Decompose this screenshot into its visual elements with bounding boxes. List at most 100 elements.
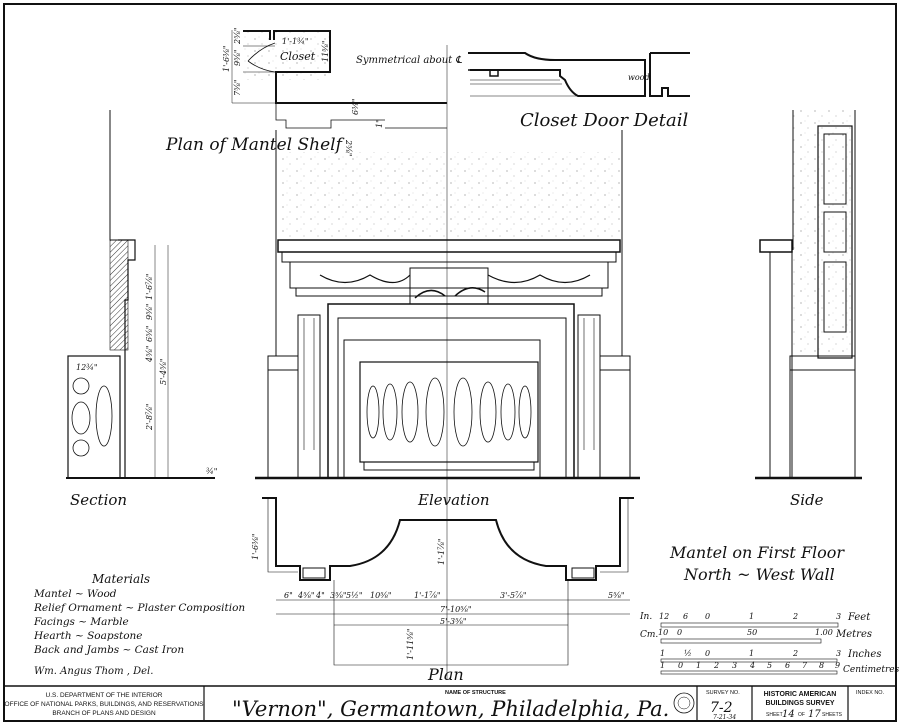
plan-of-mantel-shelf-title: Plan of Mantel Shelf — [165, 135, 345, 155]
scale-unit: In. — [639, 612, 652, 622]
cast-iron-insert — [359, 361, 539, 463]
scale-label: Metres — [835, 629, 872, 640]
material-item: Mantel ~ Wood — [33, 588, 117, 600]
plan-title: Plan — [427, 665, 464, 684]
closet-door — [817, 125, 853, 359]
scale-tick: 3 — [836, 649, 841, 658]
plan-dim: 5½" — [346, 591, 363, 600]
scale-tick: 4 — [749, 661, 755, 670]
scale-tick: 3 — [732, 661, 737, 670]
plan-dim: 4⅝" — [297, 591, 315, 600]
scale-label: Inches — [847, 649, 881, 660]
side-view: Side — [755, 110, 862, 509]
section-title: Section — [70, 491, 127, 509]
materials-list: Materials Mantel ~ Wood Relief Ornament … — [33, 572, 245, 677]
right-column — [577, 314, 601, 479]
plan-view: 1'-6⅜" 1'-1⅞" 6" 4⅝" 4" 3⅝" 5½" 10⅝" 1'-… — [251, 497, 634, 684]
habs-line: BUILDINGS SURVEY — [765, 700, 834, 707]
plan-dim: 3⅝" — [330, 591, 347, 600]
plan-dim: 1'-11⅝" — [406, 628, 415, 660]
scale-tick: ½ — [684, 649, 692, 658]
plan-dim: 6" — [284, 591, 293, 600]
scale-tick: 1 — [660, 649, 665, 658]
shelf-dim: 11⅝" — [321, 40, 330, 62]
closet-door-detail: wood Closet Door Detail — [468, 52, 690, 131]
elevation-title: Elevation — [417, 491, 490, 509]
plan-dim: 3'-5⅞" — [500, 591, 527, 600]
section-dim: 2'-8⅞" — [145, 403, 154, 431]
scale-tick: 2 — [792, 612, 798, 621]
shelf-dim: 9⅝" — [233, 49, 242, 66]
scale-tick: 10 — [658, 628, 668, 637]
delineator: Wm. Angus Thom , Del. — [34, 666, 153, 677]
graphic-scales: In. 12 6 0 1 2 3 Feet Cm. 10 0 50 1.00 M… — [639, 612, 900, 675]
section-dim: 6⅝" — [145, 325, 154, 342]
scale-label: Centimetres — [843, 665, 900, 675]
left-column — [297, 314, 321, 479]
section-dim: 12¾" — [76, 363, 98, 372]
scale-tick: 2 — [713, 661, 719, 670]
name-caption: NAME OF STRUCTURE — [445, 690, 506, 696]
scale-tick: 9 — [835, 661, 840, 670]
scale-tick: 7 — [802, 661, 808, 670]
material-item: Facings ~ Marble — [33, 616, 129, 628]
of-word: OF — [798, 712, 805, 718]
scale-tick: 8 — [819, 661, 824, 670]
shelf-dim: 1" — [375, 119, 384, 128]
closet-door-detail-title: Closet Door Detail — [520, 110, 688, 131]
index-caption: INDEX NO. — [856, 690, 885, 696]
caption-line-2: North ~ West Wall — [683, 565, 835, 584]
survey-number: 7-2 — [710, 700, 733, 716]
shelf-dim: 6⅜" — [351, 98, 360, 115]
shelf-dim: 1'-6⅜" — [222, 45, 231, 72]
material-item: Back and Jambs ~ Cast Iron — [33, 644, 184, 656]
scale-tick: 0 — [678, 661, 683, 670]
scale-tick: 2 — [792, 649, 798, 658]
scale-tick: 0 — [705, 612, 710, 621]
sheets-word: SHEETS — [822, 712, 843, 718]
side-title: Side — [790, 491, 824, 509]
scale-tick: 5 — [767, 661, 772, 670]
section-dim: ¾" — [206, 467, 217, 476]
agency-line: U.S. DEPARTMENT OF THE INTERIOR — [46, 692, 163, 699]
scale-tick: 6 — [683, 612, 688, 621]
habs-line: HISTORIC AMERICAN — [764, 691, 837, 698]
scale-unit: Cm. — [640, 630, 658, 640]
wood-label: wood — [628, 73, 650, 82]
scale-tick: 1.00 — [815, 628, 833, 637]
section-dim: 9⅝" — [145, 303, 154, 320]
material-item: Relief Ornament ~ Plaster Composition — [33, 602, 245, 614]
plan-dim: 1'-6⅜" — [251, 533, 260, 560]
scale-tick: 1 — [749, 649, 754, 658]
scale-label: Feet — [847, 612, 871, 623]
survey-date: 7-21-34 — [713, 714, 736, 721]
symmetrical-note: Symmetrical about ℄ — [356, 55, 462, 66]
scale-tick: 1 — [749, 612, 754, 621]
materials-title: Materials — [91, 572, 150, 586]
material-item: Hearth ~ Soapstone — [33, 630, 143, 642]
plan-dim: 1'-1⅞" — [437, 538, 446, 565]
sheet-total: 17 — [808, 709, 821, 720]
shelf-dim: 2⅝" — [233, 27, 242, 45]
survey-caption: SURVEY NO. — [706, 690, 740, 696]
structure-name: "Vernon", Germantown, Philadelphia, Pa. — [232, 697, 669, 721]
scale-tick: 3 — [836, 612, 841, 621]
scale-tick: 0 — [705, 649, 710, 658]
section-dim: 5'-4⅝" — [159, 358, 168, 385]
section-dim: 1'-6⅞" — [145, 273, 154, 300]
plan-dim: 5'-3⅝" — [440, 617, 467, 626]
scale-tick: 1 — [660, 661, 665, 670]
section-view: 1'-6⅞" 9⅝" 6⅝" 4⅝" 5'-4⅝" 2'-8⅞" 12¾" ¾"… — [66, 110, 217, 509]
scale-tick: 1 — [696, 661, 701, 670]
scale-tick: 50 — [747, 628, 757, 637]
seal-icon — [673, 692, 695, 714]
sheet-word: SHEET — [766, 712, 783, 718]
scale-tick: 12 — [659, 612, 669, 621]
plan-of-mantel-shelf: Closet Symmetrical about ℄ 1'-6⅜" 2⅝" 9⅝… — [165, 27, 462, 680]
shelf-dim: 7⅝" — [233, 79, 242, 96]
agency-line: OFFICE OF NATIONAL PARKS, BUILDINGS, AND… — [5, 701, 205, 708]
plan-dim: 4" — [315, 591, 325, 600]
plan-dim: 1'-1⅞" — [414, 591, 441, 600]
plan-dim: 5⅝" — [608, 591, 625, 600]
